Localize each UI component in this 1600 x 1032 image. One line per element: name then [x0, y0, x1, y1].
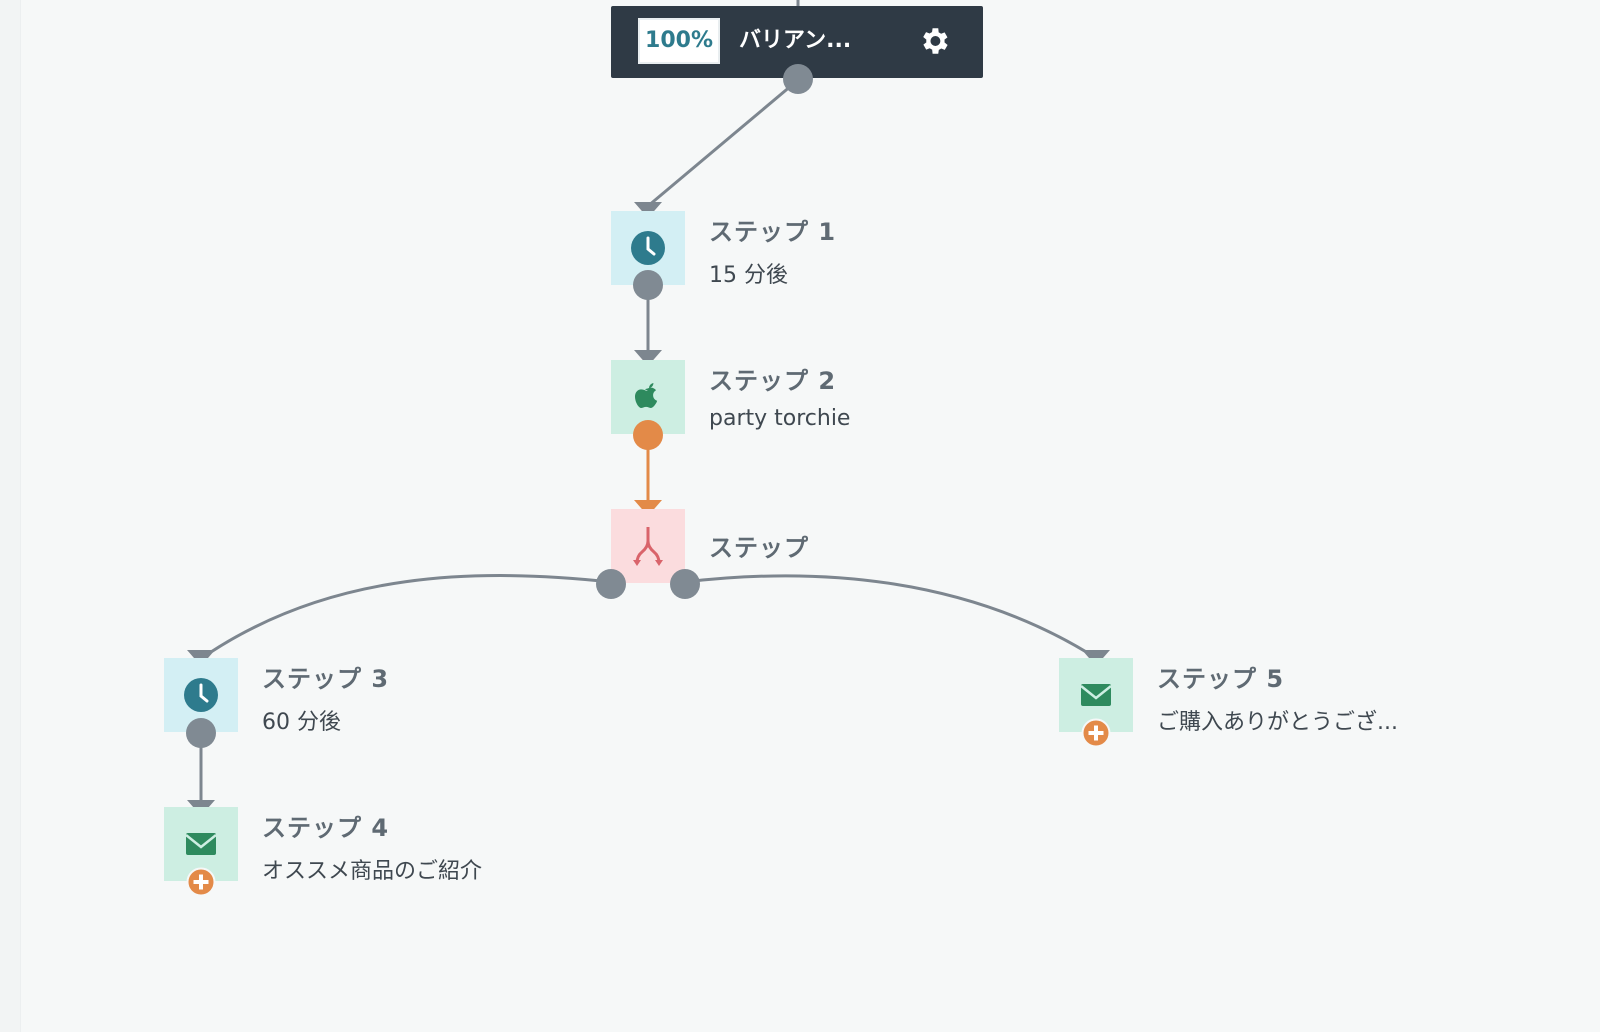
split-right-port[interactable] [670, 569, 700, 599]
connector-variant-step1 [647, 78, 799, 208]
arrow-split [634, 500, 662, 516]
step1-label: ステップ 1 15 分後 [709, 212, 836, 289]
arrow-step2 [634, 350, 662, 366]
connector-split-step5 [684, 574, 1097, 660]
arrow-step1 [634, 202, 662, 218]
split-label: ステップ [709, 528, 809, 563]
step-subtitle: オススメ商品のご紹介 [262, 859, 483, 884]
step-subtitle: ご購入ありがとうござ... [1157, 710, 1398, 735]
canvas-left-edge [0, 0, 21, 1032]
step-title: ステップ [709, 534, 809, 562]
step-subtitle: 15 分後 [709, 263, 788, 288]
step3-output-port[interactable] [186, 718, 216, 748]
mail-icon [185, 833, 217, 855]
variant-name: バリアン... [739, 28, 852, 53]
step-title: ステップ 3 [262, 665, 390, 693]
step2-output-port[interactable] [633, 420, 663, 450]
variant-output-port[interactable] [783, 64, 813, 94]
step-title: ステップ 5 [1157, 665, 1285, 693]
add-step-plus-icon[interactable] [186, 867, 216, 897]
step2-label: ステップ 2 party torchie [709, 361, 850, 431]
step4-label: ステップ 4 オススメ商品のご紹介 [262, 808, 482, 885]
clock-icon [631, 231, 665, 265]
step-title: ステップ 1 [709, 218, 837, 246]
step-subtitle: party torchie [709, 406, 851, 431]
clock-icon [184, 678, 218, 712]
step-node-2[interactable] [611, 360, 685, 434]
add-step-plus-icon[interactable] [1081, 718, 1111, 748]
variant-percent-badge[interactable]: 100% [638, 18, 720, 64]
step-title: ステップ 4 [262, 814, 390, 842]
step1-output-port[interactable] [633, 270, 663, 300]
step-subtitle: 60 分後 [262, 710, 341, 735]
split-left-port[interactable] [596, 569, 626, 599]
connector-split-step3 [201, 574, 612, 660]
apple-icon [635, 383, 658, 408]
step-title: ステップ 2 [709, 367, 837, 395]
gear-icon[interactable] [917, 24, 951, 58]
step-node-split[interactable] [611, 509, 685, 583]
split-icon [633, 527, 663, 566]
step3-label: ステップ 3 60 分後 [262, 659, 389, 736]
mail-icon [1080, 684, 1112, 706]
step5-label: ステップ 5 ご購入ありがとうござ... [1157, 659, 1398, 736]
